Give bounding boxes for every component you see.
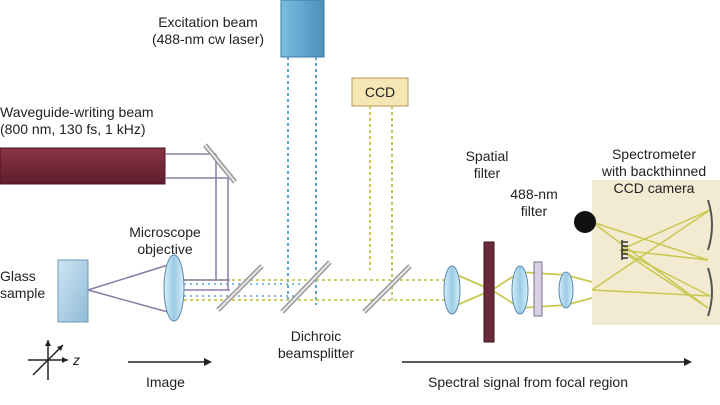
mirrors [216, 260, 412, 314]
glass-sample-label: Glass sample [0, 268, 46, 301]
spectral-signal-label: Spectral signal from focal region [428, 374, 628, 390]
axis-indicator [28, 340, 68, 380]
spectrometer-mirror-top [707, 199, 713, 251]
image-label: Image [146, 374, 185, 390]
excitation-beam-label: Excitation beam (488-nm cw laser) [151, 14, 265, 47]
spectrometer-label: Spectrometer with backthinned CCD camera [601, 146, 707, 196]
ccd-label: CCD [365, 84, 395, 100]
filter-488 [533, 261, 543, 317]
spatial-filter [483, 241, 495, 343]
microscope-objective [163, 254, 185, 322]
focus-beam [87, 264, 169, 313]
excitation-laser [280, 0, 325, 58]
microscope-objective-label: Microscope objective [129, 224, 201, 257]
excitation-beam [287, 57, 317, 305]
spectrometer-mirror-bottom [707, 267, 713, 317]
dichroic-beamsplitter-label: Dichroic beamsplitter [277, 328, 355, 361]
lens-2 [511, 265, 529, 315]
spatial-filter-label: Spatial filter [465, 148, 509, 181]
grating [621, 240, 628, 260]
lens-3 [558, 271, 574, 309]
ccd-box [351, 77, 409, 107]
ccd-camera-detector [574, 211, 596, 233]
filter-488-label: 488-nm filter [510, 186, 558, 219]
writing-beam-label: Waveguide-writing beam (800 nm, 130 fs, … [0, 104, 154, 137]
writing-laser [0, 147, 166, 185]
axis-z-label: z [72, 352, 80, 368]
lens-1 [443, 265, 461, 315]
ccd-beam [369, 106, 393, 300]
glass-sample [57, 259, 89, 323]
spectrometer-optics [591, 209, 711, 309]
writing-beam [165, 153, 229, 290]
